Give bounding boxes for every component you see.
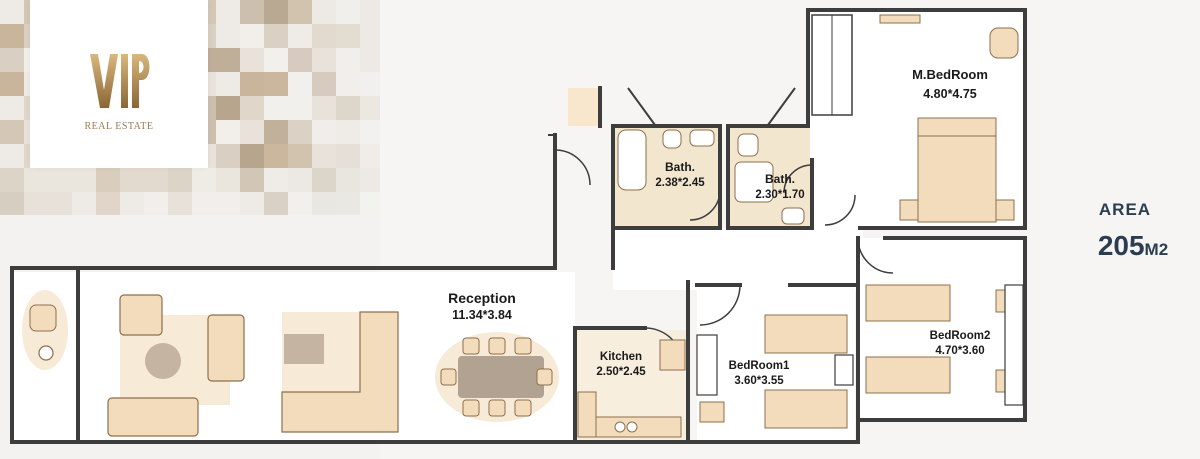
- corridor-floor: [613, 228, 863, 290]
- bedroom2-dims: 4.70*3.60: [935, 345, 985, 357]
- kitchen-dims: 2.50*2.45: [596, 366, 646, 378]
- master-bedroom-dims: 4.80*4.75: [923, 87, 977, 101]
- bath2-dims: 2.30*1.70: [755, 189, 805, 201]
- bedroom1-dims: 3.60*3.55: [734, 375, 784, 387]
- bedroom2-name: BedRoom2: [929, 330, 991, 342]
- bedroom1-label: BedRoom1 3.60*3.55: [719, 360, 799, 387]
- brand-logo-card: REAL ESTATE: [30, 0, 208, 168]
- vip-logo-mark: [90, 54, 150, 108]
- area-value: 205: [1097, 230, 1145, 261]
- bedroom2-label: BedRoom2 4.70*3.60: [920, 330, 1000, 357]
- bath1-name: Bath.: [665, 160, 695, 174]
- bath2-label: Bath. 2.30*1.70: [745, 172, 815, 201]
- reception-dims: 11.34*3.84: [452, 308, 512, 322]
- reception-label: Reception 11.34*3.84: [422, 290, 542, 322]
- bath2-name: Bath.: [765, 172, 795, 186]
- logo-subtitle: REAL ESTATE: [84, 121, 154, 132]
- reception-name: Reception: [448, 290, 516, 306]
- area-value-block: 205M2: [1078, 230, 1188, 262]
- area-label: AREA: [1098, 200, 1152, 219]
- area-unit: M2: [1144, 240, 1169, 259]
- bedroom1-name: BedRoom1: [728, 360, 790, 372]
- kitchen-label: Kitchen 2.50*2.45: [586, 351, 656, 378]
- bath1-dims: 2.38*2.45: [655, 177, 705, 189]
- walls: [10, 8, 1027, 444]
- master-bedroom-name: M.BedRoom: [912, 67, 988, 82]
- kitchen-name: Kitchen: [599, 351, 643, 363]
- bath1-label: Bath. 2.38*2.45: [645, 160, 715, 189]
- master-bedroom-label: M.BedRoom 4.80*4.75: [895, 67, 1005, 101]
